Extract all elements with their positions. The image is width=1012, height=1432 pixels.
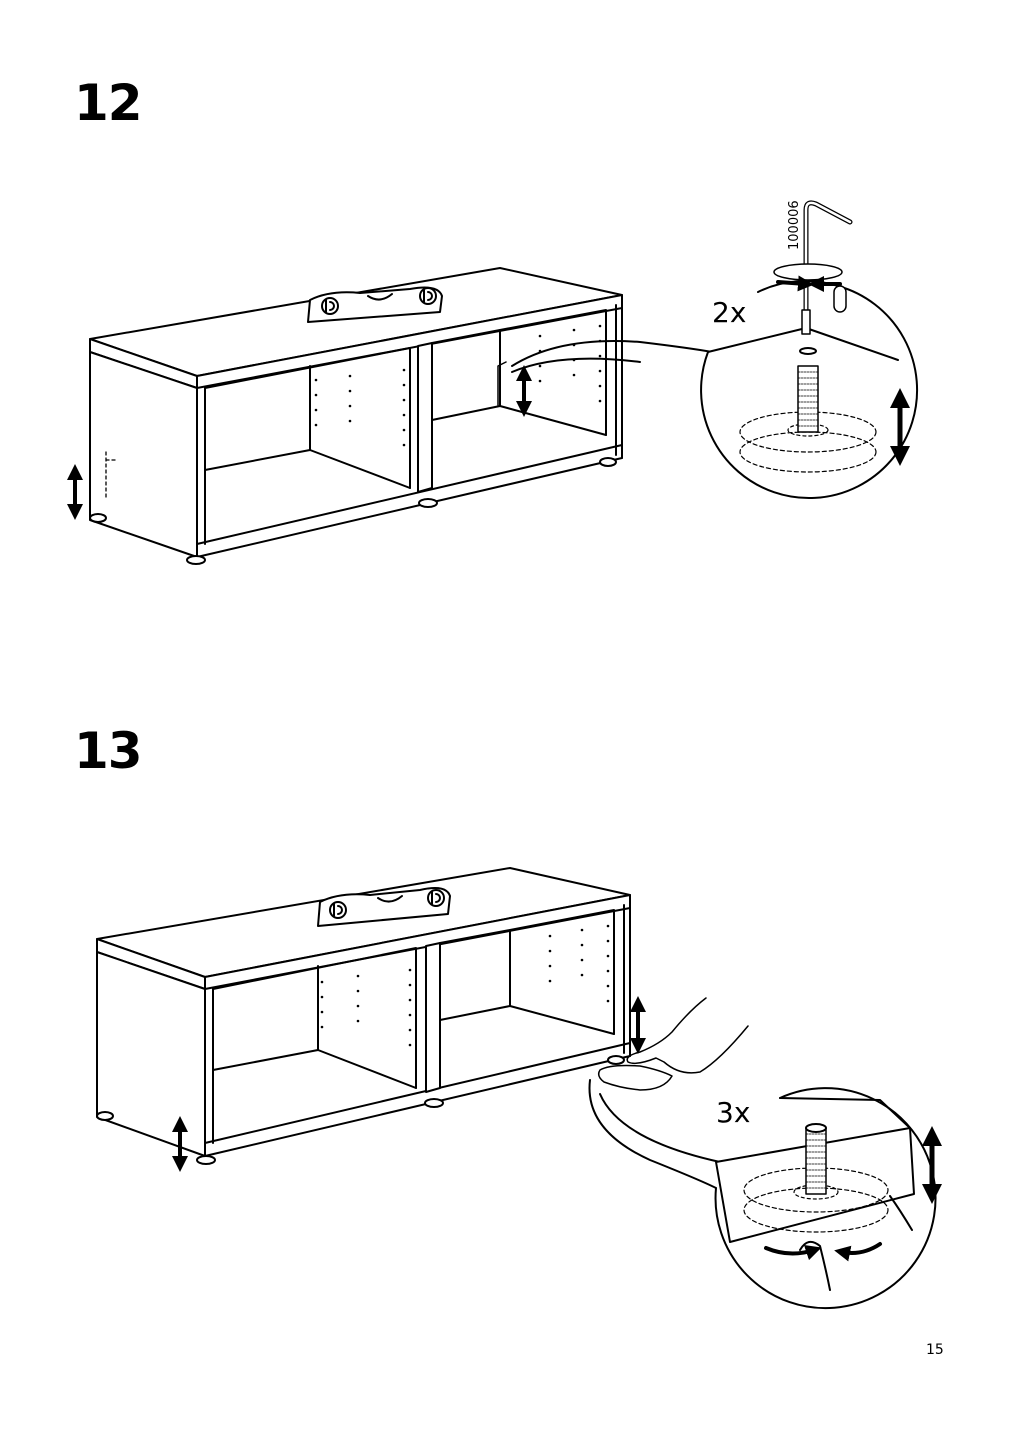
step-13-number: 13 <box>74 722 143 780</box>
page-number: 15 <box>926 1342 944 1358</box>
allen-key-icon <box>497 361 507 406</box>
step-13-quantity: 3x <box>716 1096 750 1129</box>
step-12-number: 12 <box>74 74 143 132</box>
up-down-arrow-icon <box>67 365 532 520</box>
hand-illustration <box>597 997 749 1091</box>
spirit-level-icon <box>317 887 451 927</box>
up-down-arrow-icon <box>172 996 646 1172</box>
tv-bench-step-12 <box>89 267 623 565</box>
spirit-level-icon <box>307 286 443 323</box>
detail-view-12 <box>700 200 919 500</box>
detail-view-13 <box>714 1087 942 1310</box>
step-12-quantity: 2x <box>712 296 746 329</box>
allen-key-part-number: 100006 <box>787 200 802 250</box>
